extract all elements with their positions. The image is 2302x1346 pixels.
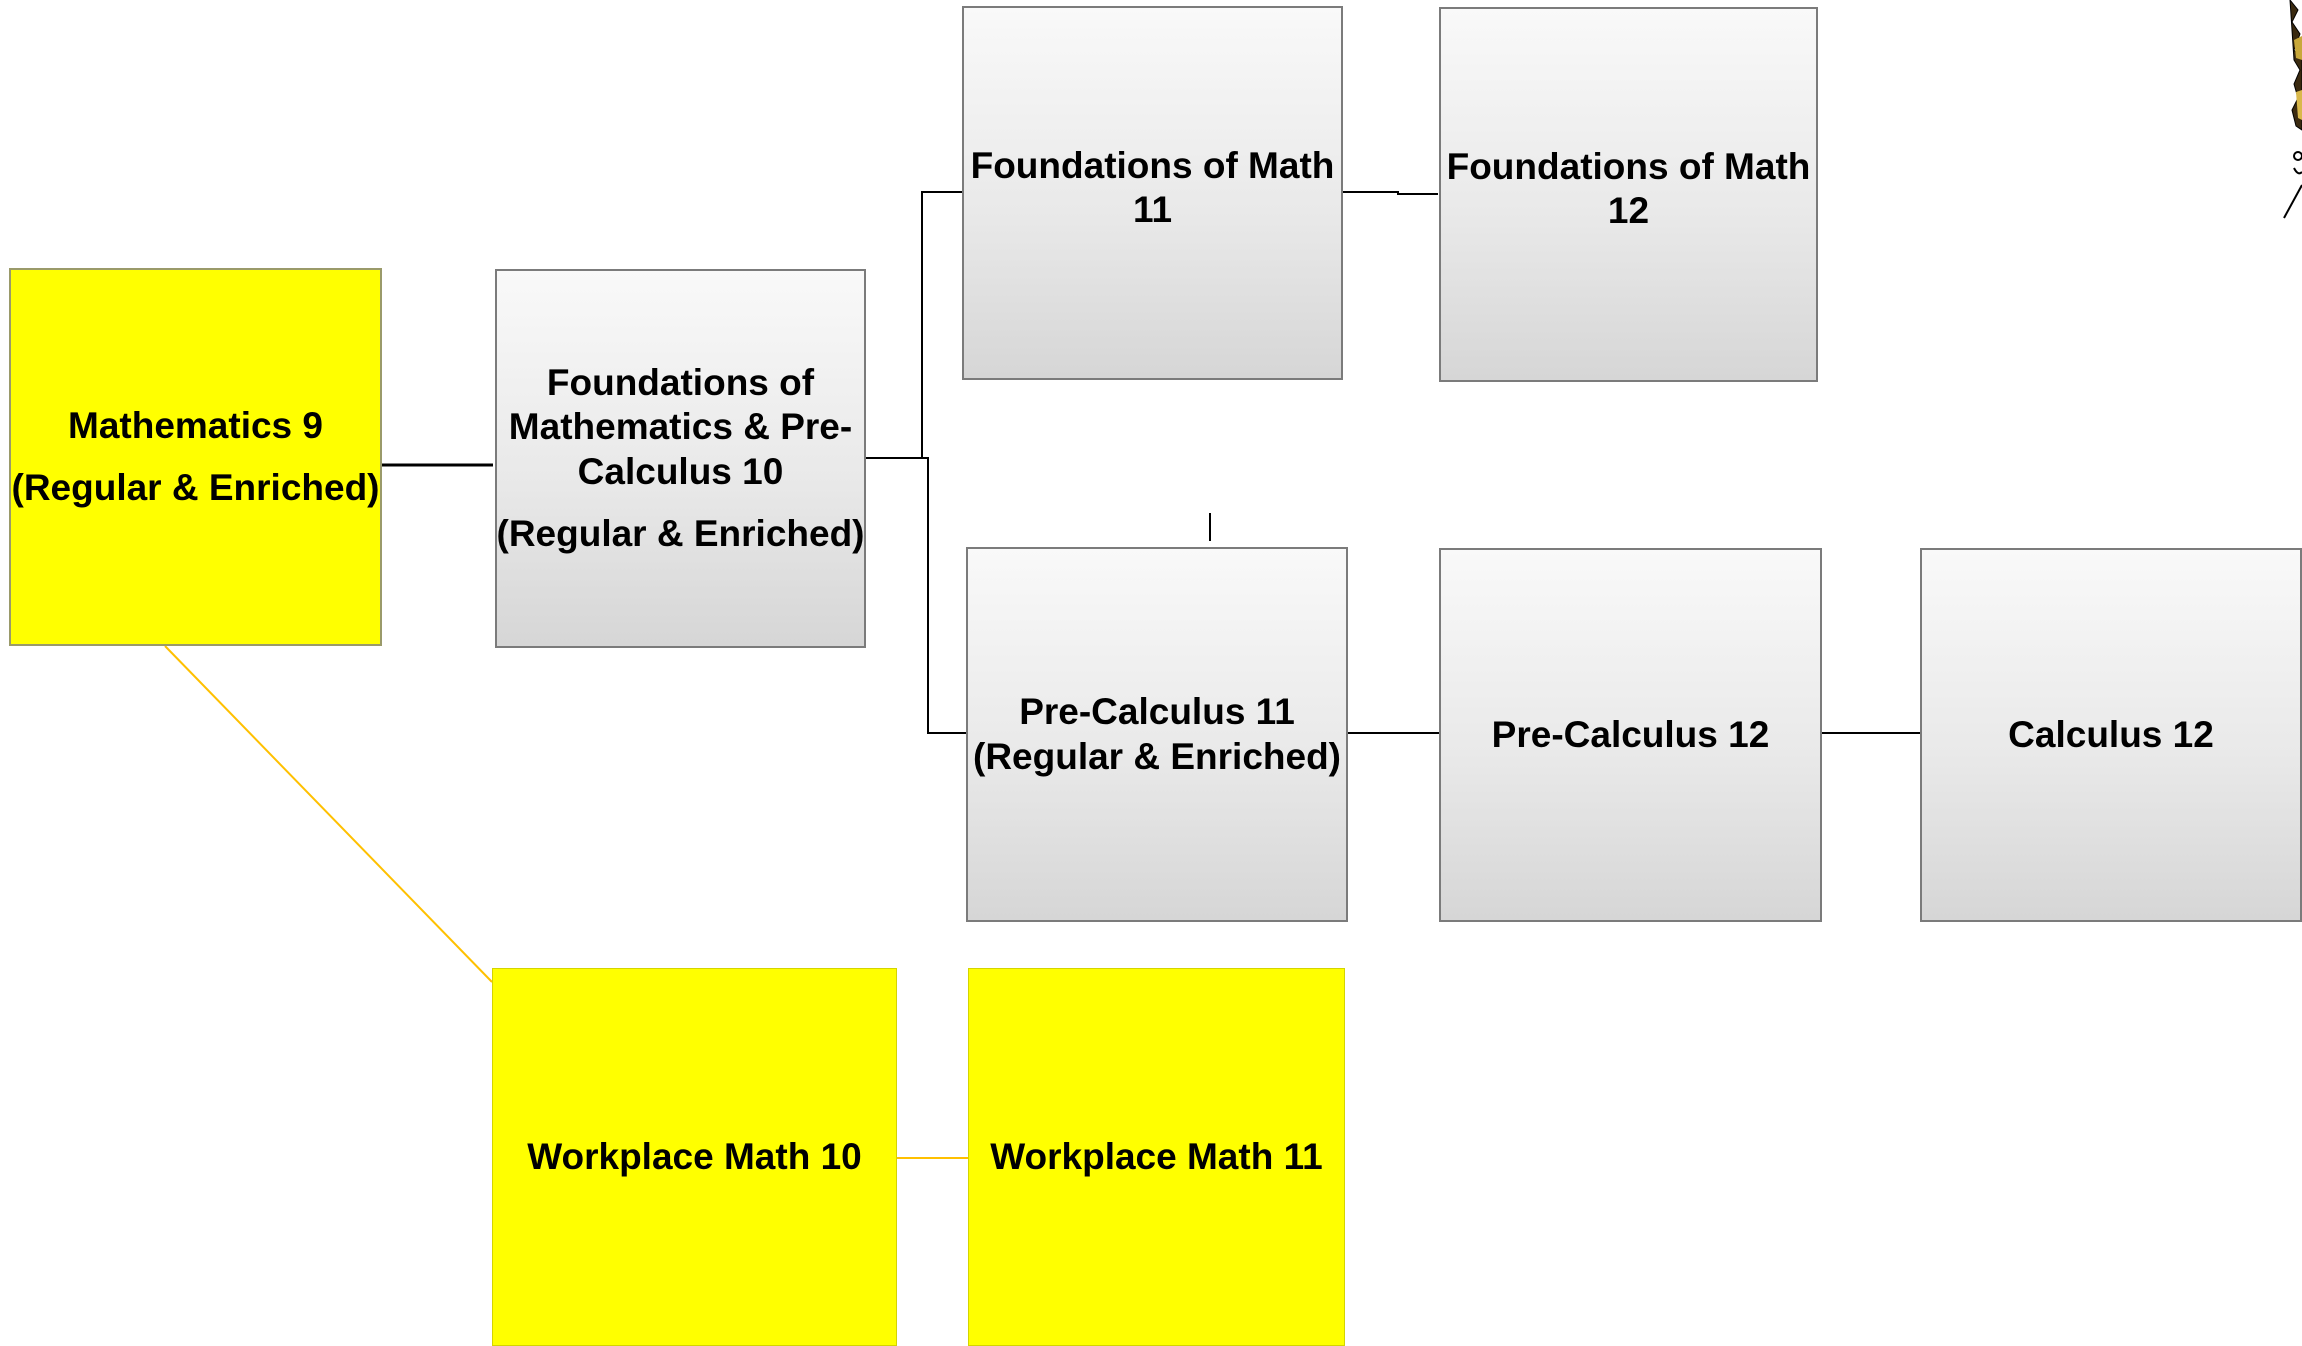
box-foundations-precalc-10: Foundations of Mathematics & Pre- Calcul… [495, 269, 866, 648]
box-workplace-math-10: Workplace Math 10 [492, 968, 897, 1346]
box-foundations-of-math-11-line1: Foundations of Math [970, 145, 1335, 186]
box-pre-calculus-12-label: Pre-Calculus 12 [1491, 713, 1770, 755]
box-foundations-precalc-10-line3: Calculus 10 [577, 450, 784, 492]
box-foundations-precalc-10-line2: Mathematics & Pre- [508, 406, 853, 448]
box-workplace-math-11-label: Workplace Math 11 [990, 1135, 1323, 1177]
connector-fpc10-to-pc11 [922, 457, 966, 734]
box-foundations-precalc-10-line1: Foundations of [546, 361, 815, 403]
box-foundations-of-math-12-line1: Foundations of Math [1446, 146, 1811, 187]
box-pre-calculus-11: Pre-Calculus 11 (Regular & Enriched) [966, 547, 1348, 922]
box-workplace-math-10-label: Workplace Math 10 [527, 1135, 862, 1177]
box-mathematics-9: Mathematics 9 (Regular & Enriched) [9, 268, 382, 646]
box-pre-calculus-11-line2: (Regular & Enriched) [973, 735, 1341, 777]
box-foundations-of-math-12-line2: 12 [1607, 190, 1650, 232]
connector-fpc10-to-fom11 [866, 191, 962, 459]
box-mathematics-9-subtitle: (Regular & Enriched) [11, 467, 380, 508]
box-foundations-of-math-11: Foundations of Math 11 [962, 6, 1343, 380]
box-pre-calculus-11-line1: Pre-Calculus 11 [1019, 691, 1295, 733]
connector-fom11-to-fom12 [1342, 191, 1438, 195]
box-mathematics-9-title: Mathematics 9 [68, 404, 323, 446]
box-calculus-12-label: Calculus 12 [2008, 713, 2214, 755]
box-pre-calculus-12: Pre-Calculus 12 [1439, 548, 1822, 922]
box-foundations-precalc-10-subtitle: (Regular & Enriched) [496, 512, 865, 554]
partial-mascot-drawing-icon [2283, 0, 2302, 219]
box-calculus-12: Calculus 12 [1920, 548, 2302, 922]
connector-math9-to-wm10 [164, 645, 493, 983]
box-foundations-of-math-11-line2: 11 [1132, 189, 1173, 231]
box-workplace-math-11: Workplace Math 11 [968, 968, 1345, 1346]
box-foundations-of-math-12: Foundations of Math 12 [1439, 7, 1818, 382]
